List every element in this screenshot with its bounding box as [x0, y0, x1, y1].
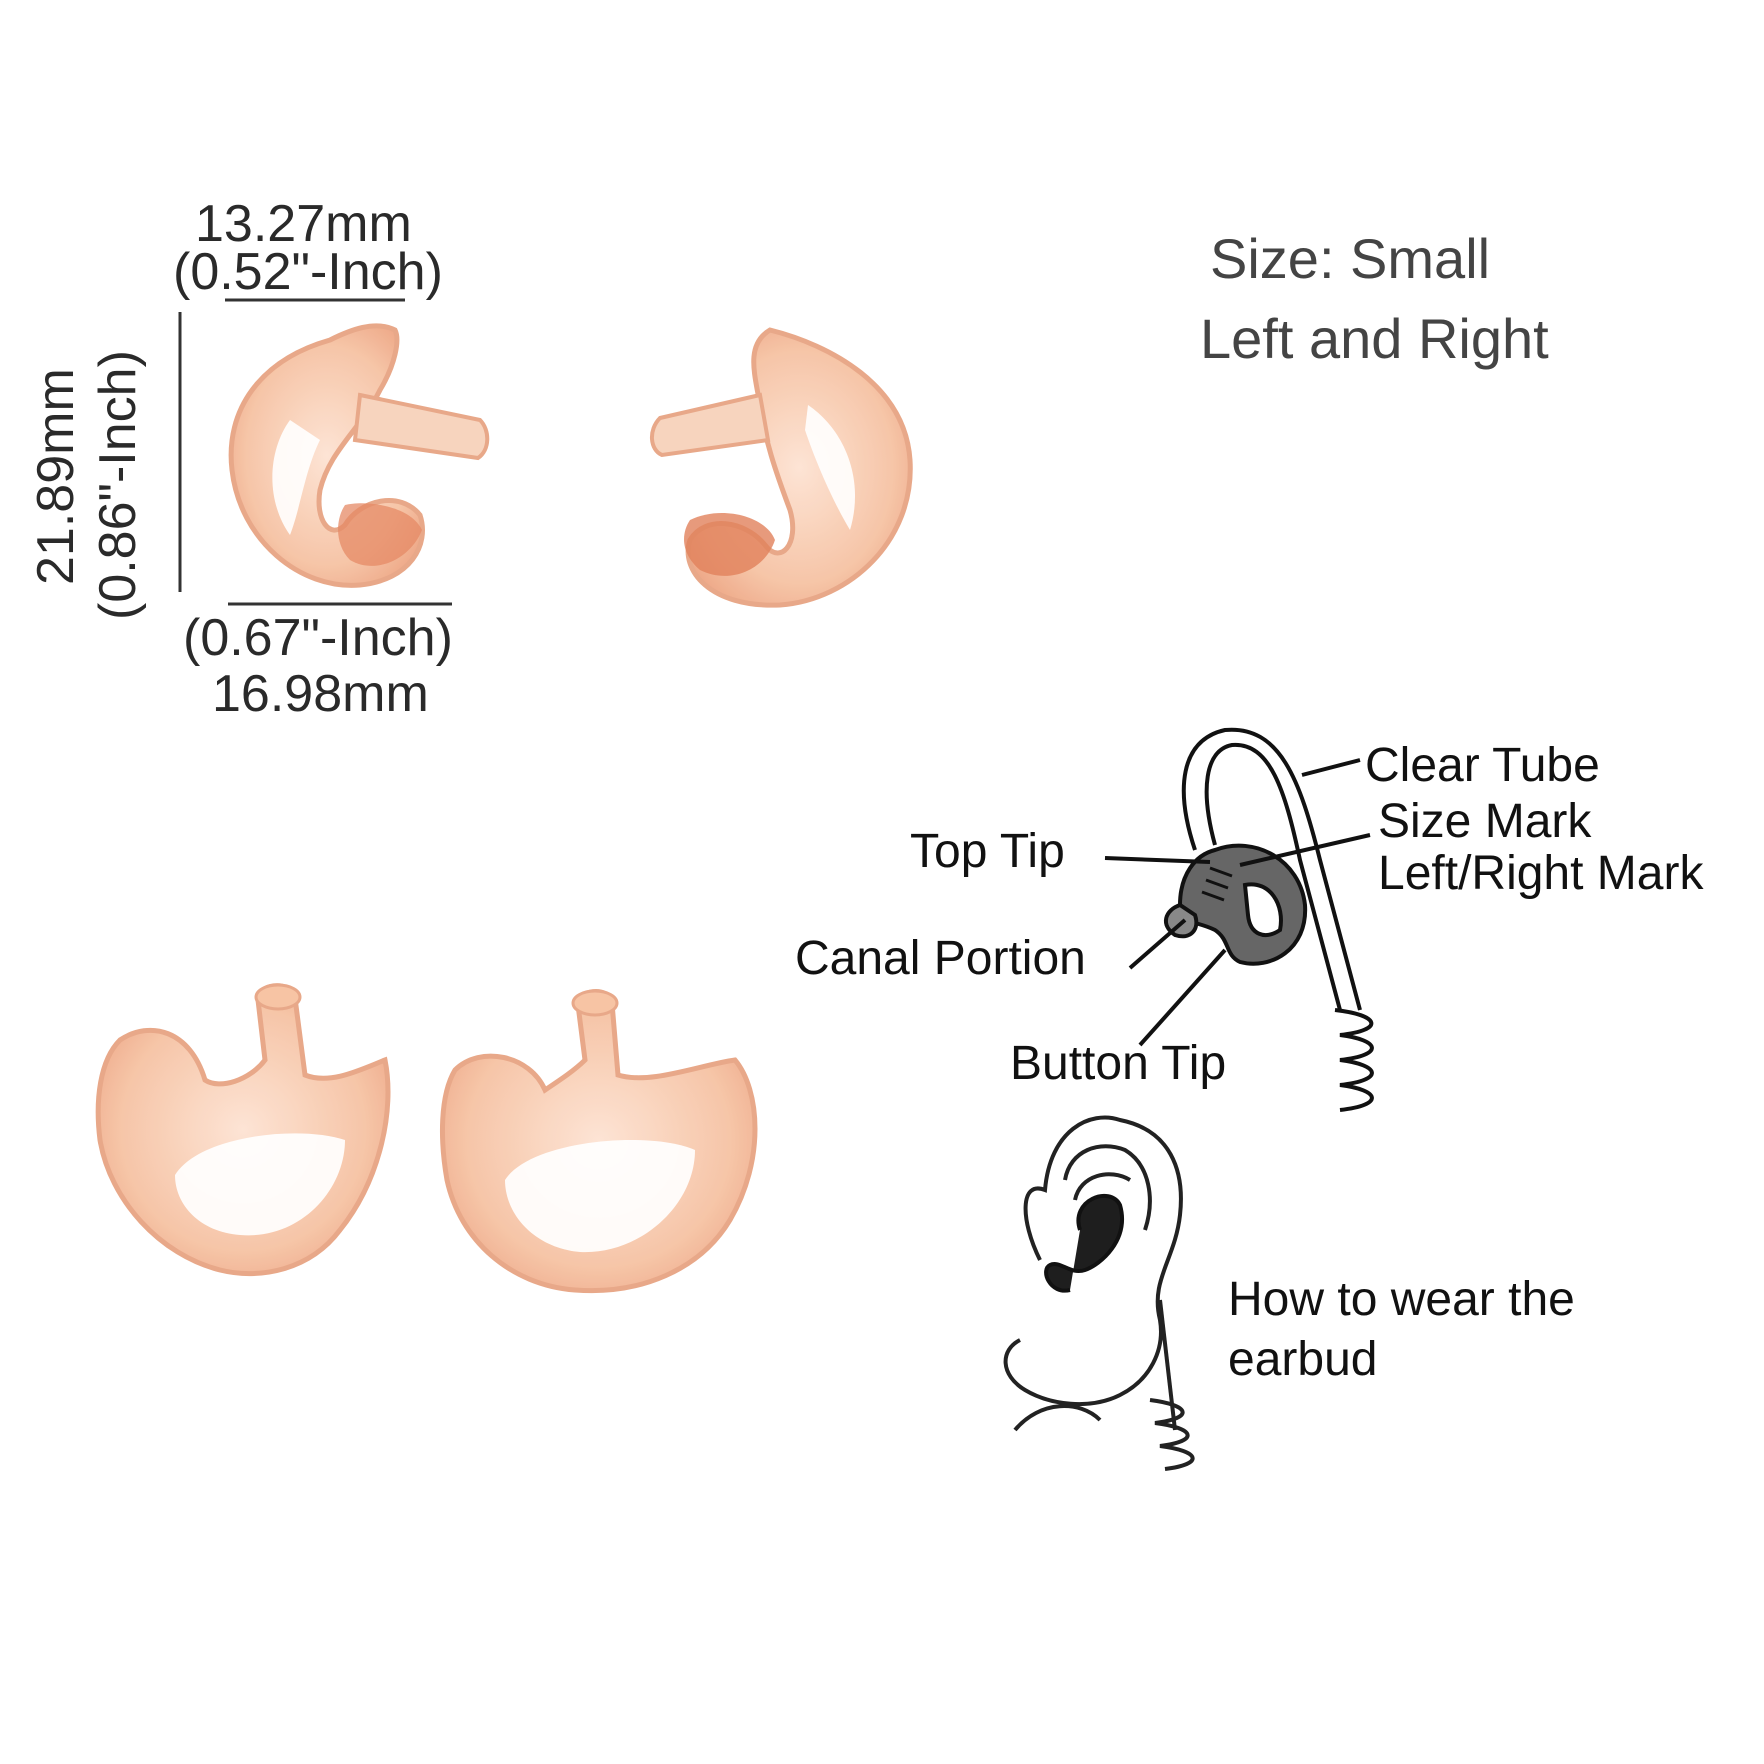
size-label: Size: Small: [1210, 227, 1491, 290]
bottom-dimension-mm: 16.98mm: [212, 665, 429, 723]
earbud-photo-right: [650, 327, 913, 608]
size-mark-label: Size Mark: [1378, 795, 1592, 848]
earbud-photo-bottom-right: [440, 989, 758, 1294]
bottom-dimension-inch: (0.67"-Inch): [183, 609, 453, 667]
side-dimension-mm: 21.89mm: [27, 368, 85, 585]
leader-lines: [1104, 758, 1371, 1047]
canal-portion-label: Canal Portion: [795, 932, 1086, 985]
earbud-photo-left: [228, 323, 490, 588]
top-dimension-mm: 13.27mm: [195, 195, 412, 253]
left-right-mark-label: Left/Right Mark: [1378, 847, 1704, 900]
clear-tube-label: Clear Tube: [1365, 739, 1600, 792]
coil-spring: [1334, 1008, 1374, 1112]
dimension-lines: [178, 298, 452, 606]
button-tip-label: Button Tip: [1010, 1037, 1227, 1090]
side-dimension-inch: (0.86"-Inch): [89, 350, 147, 620]
sides-label: Left and Right: [1200, 307, 1549, 370]
top-tip-label: Top Tip: [910, 825, 1065, 878]
wear-caption-line1: How to wear the: [1228, 1273, 1575, 1326]
earbud-photo-bottom-left: [95, 983, 391, 1277]
wear-caption-line2: earbud: [1228, 1333, 1378, 1386]
top-dimension-inch: (0.52"-Inch): [173, 243, 443, 301]
ear-illustration: [1003, 1115, 1195, 1471]
earbud-diagram: [1164, 727, 1374, 1112]
